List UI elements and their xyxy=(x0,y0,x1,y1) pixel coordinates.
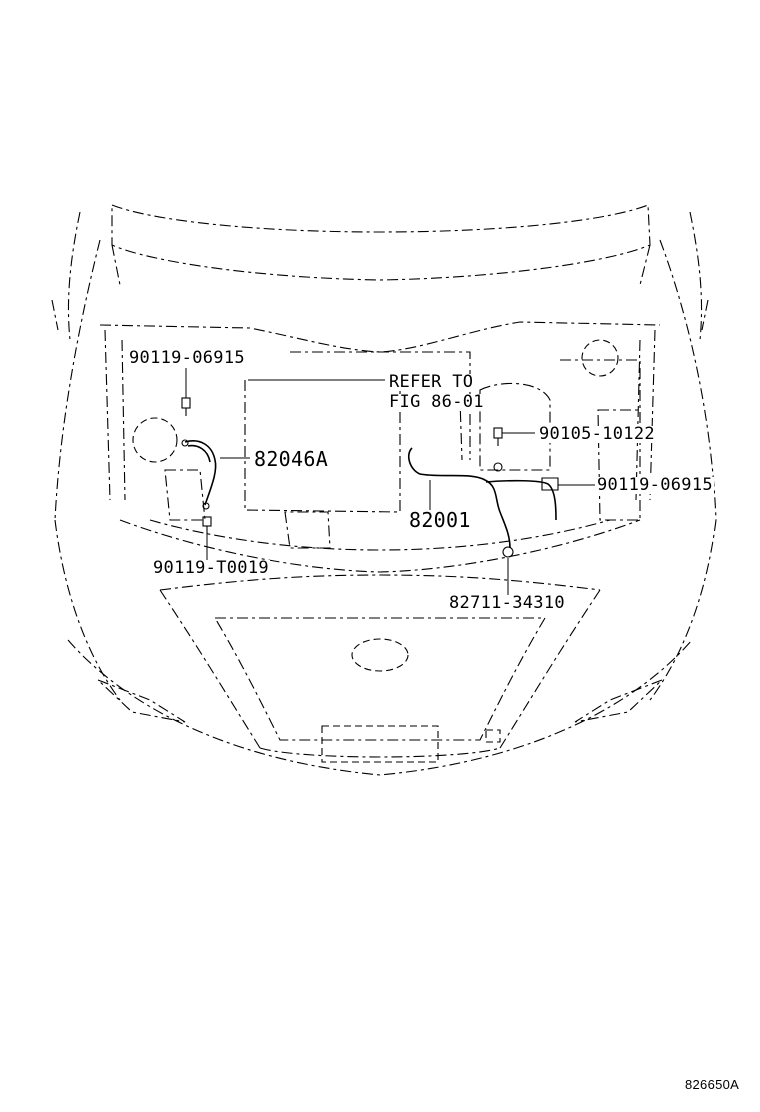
part-label-wire-82046a: 82046A xyxy=(253,447,330,471)
wire-harness-82046a xyxy=(181,439,217,510)
part-label-bolt-left-top: 90119-06915 xyxy=(128,348,246,368)
part-label-wire-82001: 82001 xyxy=(408,508,472,532)
refer-to-label-line1: REFER TO xyxy=(388,372,475,392)
figure-id: 826650A xyxy=(685,1077,740,1092)
front-bumper xyxy=(67,574,693,776)
wire-harness-82001 xyxy=(408,447,559,558)
fender-outlines xyxy=(51,239,717,701)
part-label-bolt-left-bottom: 90119-T0019 xyxy=(152,558,270,578)
part-label-clamp-bottom: 82711-34310 xyxy=(448,593,566,613)
bolt-left-top xyxy=(181,397,191,416)
bolt-right-top xyxy=(493,427,503,446)
part-label-bolt-right-mid: 90119-06915 xyxy=(596,475,714,495)
part-label-bolt-right-top: 90105-10122 xyxy=(538,424,656,444)
refer-to-label-line2: FIG 86-01 xyxy=(388,392,485,412)
hood-outline xyxy=(67,204,703,341)
bolt-left-bottom xyxy=(202,516,212,534)
